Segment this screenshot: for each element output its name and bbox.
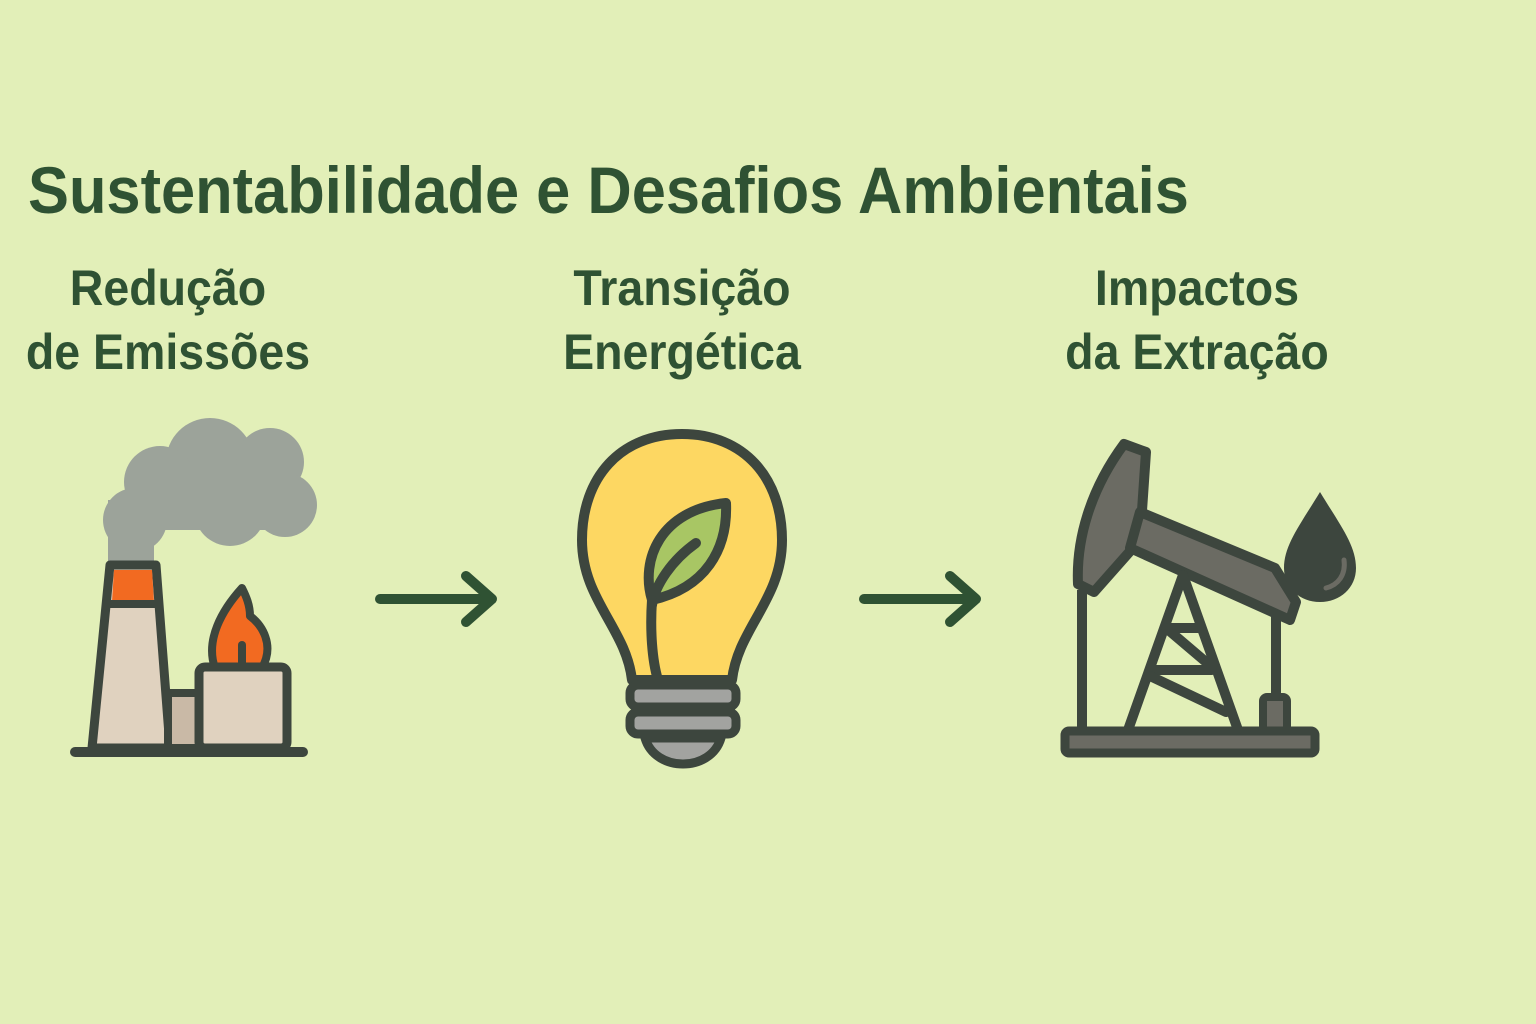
arrow-right-icon — [859, 571, 981, 627]
step-label-line2: da Extração — [1065, 324, 1329, 380]
step-label-line1: Impactos — [1094, 260, 1300, 316]
step-label-emissions: Redução de Emissões — [10, 256, 326, 384]
oil-pump-icon — [1060, 439, 1356, 758]
step-label-line1: Redução — [69, 260, 267, 316]
step-label-line1: Transição — [573, 260, 791, 316]
factory-icon — [70, 418, 317, 757]
step-label-extraction-impacts: Impactos da Extração — [1039, 256, 1355, 384]
step-label-energy-transition: Transição Energética — [524, 256, 840, 384]
diagram-title: Sustentabilidade e Desafios Ambientais — [28, 153, 1189, 228]
step-label-line2: Energética — [563, 324, 801, 380]
arrow-right-icon — [375, 571, 497, 627]
step-label-line2: de Emissões — [25, 324, 311, 380]
lightbulb-leaf-icon — [577, 429, 787, 769]
